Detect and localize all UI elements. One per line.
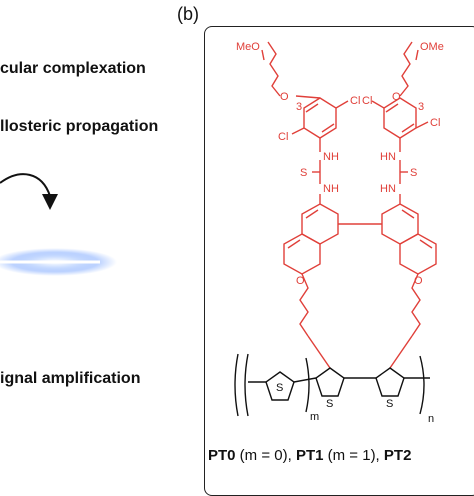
label-meo-left: MeO — [236, 41, 260, 53]
label-thio-s2: S — [326, 398, 333, 410]
caption-pt0: PT0 — [208, 447, 236, 464]
caption-pt0-rest: (m = 0), — [235, 447, 296, 464]
arrow-head-icon — [42, 194, 58, 210]
step-signal-amplification: ignal amplification — [0, 370, 141, 387]
caption-pt2: PT2 — [383, 447, 412, 464]
label-sub-m: m — [310, 411, 319, 423]
curved-arrow-icon — [0, 173, 51, 197]
label-thio-s1: S — [276, 382, 283, 394]
label-nh-3: NH — [323, 183, 339, 195]
step-allosteric-propagation: llosteric propagation — [0, 118, 159, 135]
label-ome-right: OMe — [420, 41, 444, 53]
label-thio-s3: S — [386, 398, 393, 410]
label-nh-1: NH — [323, 151, 339, 163]
label-sub3-right: 3 — [418, 101, 424, 113]
label-sub3-left: 3 — [296, 101, 302, 113]
label-o-top-left: O — [280, 91, 289, 103]
label-cl-tr: Cl — [362, 95, 372, 107]
label-hn-4: HN — [380, 183, 396, 195]
caption-pt1-rest: (m = 1), — [323, 447, 384, 464]
label-o-top-right: O — [392, 91, 401, 103]
label-sub-n: n — [428, 413, 434, 425]
label-o-right: O — [414, 275, 423, 287]
step-molecular-complexation: cular complexation — [0, 60, 146, 77]
label-cl-tl: Cl — [350, 95, 360, 107]
left-illustration — [0, 173, 117, 276]
polymer-caption: PT0 (m = 0), PT1 (m = 1), PT2 — [208, 447, 411, 464]
label-s-left: S — [300, 167, 307, 179]
label-o-left: O — [296, 275, 305, 287]
label-cl-br: Cl — [430, 117, 440, 129]
label-cl-bl: Cl — [278, 131, 288, 143]
panel-label: (b) — [177, 4, 199, 24]
label-hn-2: HN — [380, 151, 396, 163]
label-s-right: S — [410, 167, 417, 179]
chemical-structure: MeO OMe O O 3 3 Cl Cl Cl Cl NH HN S S NH… — [234, 41, 444, 425]
caption-pt1: PT1 — [295, 447, 324, 464]
